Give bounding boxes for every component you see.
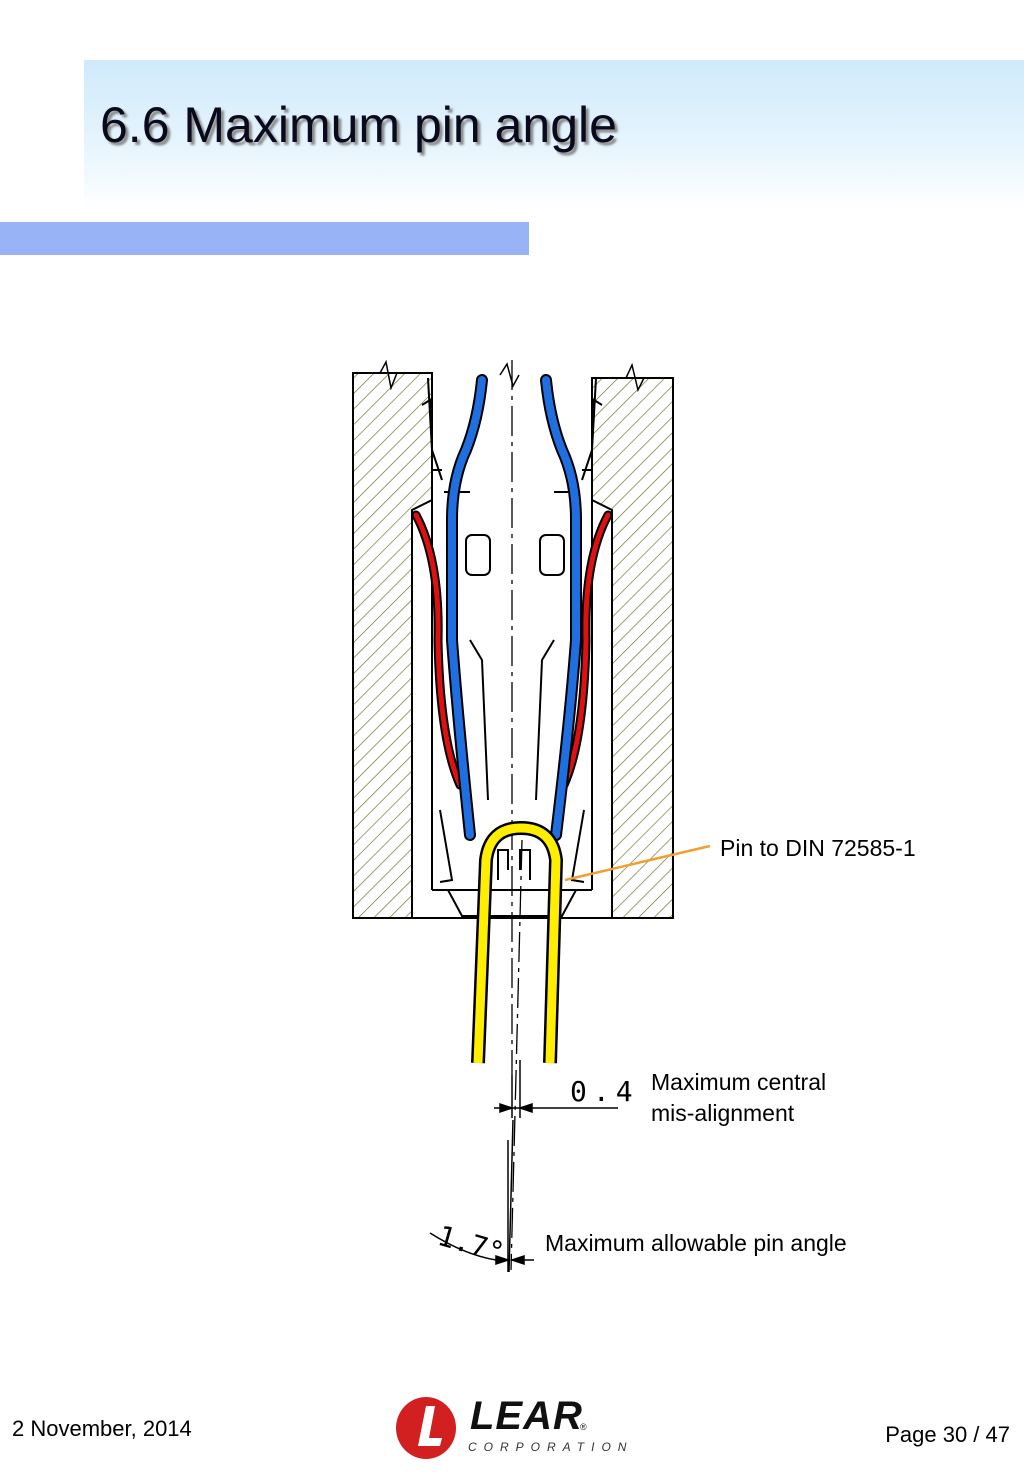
misalignment-dimension — [494, 1060, 618, 1118]
page-number: Page 30 / 47 — [885, 1422, 1010, 1447]
break-lines — [353, 359, 673, 393]
terminal-body — [412, 377, 612, 919]
misalignment-label-line2: mis-alignment — [651, 1100, 795, 1126]
housing-wall-left — [352, 372, 433, 919]
offset-dimension-text: 0.4 — [570, 1075, 639, 1108]
footer-date: 2 November, 2014 — [12, 1416, 192, 1441]
angle-dimension — [429, 1119, 534, 1273]
accent-bar — [0, 222, 529, 255]
retaining-spring-red — [411, 510, 613, 790]
housing-wall-right — [591, 377, 674, 919]
contact-spring-blue — [446, 374, 582, 841]
logo-word: LEAR — [470, 1394, 583, 1438]
logo-registered-mark: ® — [580, 1422, 587, 1432]
misalignment-label-line1: Maximum central — [651, 1069, 827, 1095]
title-band — [84, 60, 1024, 210]
angle-dimension-text: 1.7° — [434, 1219, 508, 1269]
pin-to-din — [471, 820, 564, 1064]
pin-axis — [510, 839, 523, 1271]
logo-subtitle: CORPORATION — [468, 1440, 634, 1454]
angle-label: Maximum allowable pin angle — [545, 1230, 847, 1256]
lear-logo: LEAR ® CORPORATION — [392, 1392, 632, 1462]
page-title: 6.6 Maximum pin angle — [100, 97, 617, 153]
lear-logo-mark-icon — [396, 1397, 456, 1459]
pin-leader-line — [564, 844, 711, 882]
pin-label: Pin to DIN 72585-1 — [720, 835, 916, 861]
